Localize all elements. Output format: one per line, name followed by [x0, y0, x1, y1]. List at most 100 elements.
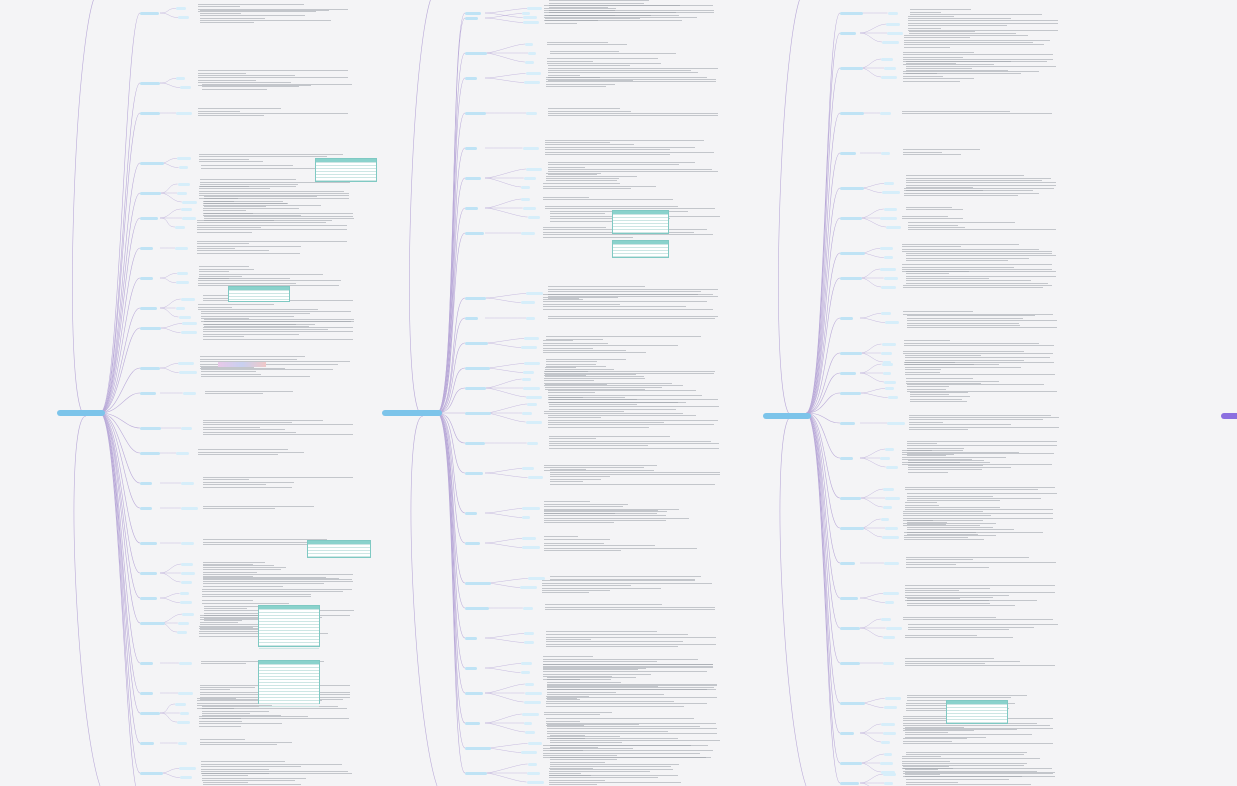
subbranch-node[interactable] [175, 246, 189, 250]
subbranch-node[interactable] [180, 207, 192, 211]
subbranch-node[interactable] [885, 526, 899, 530]
branch-node[interactable] [840, 151, 856, 155]
branch-node[interactable] [465, 771, 487, 775]
branch-node[interactable] [140, 246, 153, 250]
subbranch-node[interactable] [883, 772, 897, 776]
branch-node[interactable] [140, 741, 154, 745]
subbranch-node[interactable] [881, 75, 898, 79]
subbranch-node[interactable] [175, 7, 186, 10]
subbranch-node[interactable] [883, 706, 897, 709]
subbranch-node[interactable] [182, 322, 198, 325]
branch-node[interactable] [465, 691, 483, 695]
branch-node[interactable] [840, 526, 864, 530]
subbranch-node[interactable] [525, 420, 542, 424]
branch-node[interactable] [465, 231, 484, 235]
branch-node[interactable] [140, 366, 160, 370]
subbranch-node[interactable] [175, 225, 186, 229]
subbranch-node[interactable] [179, 711, 189, 715]
branch-node[interactable] [840, 561, 855, 565]
branch-node[interactable] [140, 326, 161, 330]
branch-node[interactable] [840, 626, 860, 630]
subbranch-node[interactable] [526, 395, 543, 399]
root-node-3[interactable] [763, 413, 811, 419]
subbranch-node[interactable] [523, 386, 541, 390]
branch-node[interactable] [840, 11, 863, 15]
subbranch-node[interactable] [526, 167, 542, 171]
branch-node[interactable] [465, 441, 485, 445]
subbranch-node[interactable] [180, 481, 194, 485]
subbranch-node[interactable] [176, 272, 188, 275]
subbranch-node[interactable] [522, 516, 531, 519]
subbranch-node[interactable] [883, 561, 899, 565]
subbranch-node[interactable] [523, 371, 535, 374]
subbranch-node[interactable] [522, 467, 535, 470]
subbranch-node[interactable] [181, 200, 197, 204]
subbranch-node[interactable] [880, 247, 894, 250]
subbranch-node[interactable] [178, 166, 188, 169]
subbranch-node[interactable] [181, 562, 194, 566]
subbranch-node[interactable] [522, 606, 533, 610]
subbranch-node[interactable] [526, 441, 538, 445]
subbranch-node[interactable] [524, 81, 541, 84]
branch-node[interactable] [140, 661, 153, 665]
subbranch-node[interactable] [886, 22, 901, 26]
subbranch-node[interactable] [880, 761, 894, 765]
subbranch-node[interactable] [883, 661, 894, 665]
subbranch-node[interactable] [522, 411, 533, 415]
subbranch-node[interactable] [526, 780, 544, 784]
branch-node[interactable] [465, 51, 487, 55]
subbranch-node[interactable] [881, 57, 894, 61]
branch-node[interactable] [465, 206, 478, 210]
subbranch-node[interactable] [884, 752, 893, 756]
subbranch-node[interactable] [180, 580, 192, 584]
subbranch-node[interactable] [885, 387, 895, 390]
branch-node[interactable] [840, 351, 862, 355]
subbranch-node[interactable] [524, 337, 540, 340]
subbranch-node[interactable] [521, 346, 538, 349]
subbranch-node[interactable] [880, 722, 895, 726]
subbranch-node[interactable] [523, 700, 541, 704]
subbranch-node[interactable] [527, 771, 541, 775]
subbranch-node[interactable] [887, 421, 906, 425]
subbranch-node[interactable] [884, 601, 894, 604]
branch-node[interactable] [140, 81, 160, 85]
subbranch-node[interactable] [880, 216, 898, 220]
subbranch-node[interactable] [180, 297, 195, 301]
subbranch-node[interactable] [178, 16, 190, 19]
subbranch-node[interactable] [527, 215, 540, 219]
subbranch-node[interactable] [520, 671, 530, 674]
subbranch-node[interactable] [884, 781, 894, 785]
branch-node[interactable] [465, 341, 488, 345]
subbranch-node[interactable] [882, 505, 892, 509]
subbranch-node[interactable] [178, 315, 191, 319]
subbranch-node[interactable] [523, 21, 540, 24]
root-node-2[interactable] [382, 410, 442, 416]
branch-node[interactable] [465, 511, 477, 515]
subbranch-node[interactable] [180, 541, 194, 545]
branch-node[interactable] [465, 721, 480, 725]
subbranch-node[interactable] [179, 601, 192, 604]
branch-node[interactable] [840, 391, 861, 395]
branch-node[interactable] [140, 711, 160, 715]
branch-node[interactable] [465, 636, 477, 640]
subbranch-node[interactable] [524, 362, 541, 365]
branch-node[interactable] [840, 251, 865, 255]
subbranch-node[interactable] [177, 741, 187, 745]
subbranch-node[interactable] [527, 476, 543, 479]
branch-node[interactable] [465, 296, 486, 300]
subbranch-node[interactable] [527, 577, 545, 580]
subbranch-node[interactable] [527, 742, 542, 745]
subbranch-node[interactable] [177, 630, 188, 634]
branch-node[interactable] [140, 621, 165, 625]
subbranch-node[interactable] [885, 321, 900, 324]
branch-node[interactable] [140, 771, 163, 775]
subbranch-node[interactable] [180, 331, 197, 334]
subbranch-node[interactable] [527, 51, 536, 55]
subbranch-node[interactable] [520, 231, 535, 235]
subbranch-node[interactable] [180, 506, 198, 510]
subbranch-node[interactable] [884, 182, 895, 185]
branch-node[interactable] [840, 496, 861, 500]
branch-node[interactable] [140, 481, 152, 485]
branch-node[interactable] [140, 541, 157, 545]
